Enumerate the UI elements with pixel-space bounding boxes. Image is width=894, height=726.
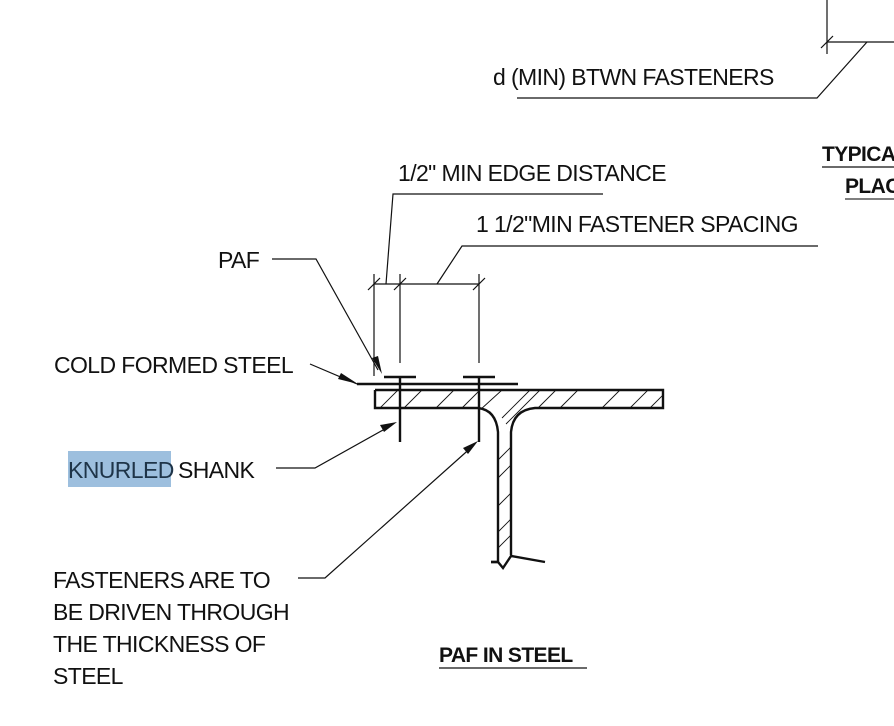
knurled-shank-leader <box>276 424 393 469</box>
note-line-1: FASTENERS ARE TO <box>53 567 270 593</box>
edge-distance-leader <box>385 193 603 285</box>
knurled-shank-arrowhead <box>380 422 397 432</box>
shank-label: SHANK <box>178 457 256 483</box>
note-line-2: BE DRIVEN THROUGH <box>53 599 289 625</box>
side-title-line-1: TYPICA <box>822 143 894 166</box>
note-line-3: THE THICKNESS OF <box>53 631 266 657</box>
detail-title: PAF IN STEEL <box>439 644 573 667</box>
section-hatching <box>379 390 663 549</box>
fastener-spacing-leader <box>436 245 818 285</box>
cold-formed-steel-label: COLD FORMED STEEL <box>54 352 294 378</box>
paf-label: PAF <box>218 247 260 273</box>
fastener-left <box>384 375 416 442</box>
fastener-right <box>463 375 495 442</box>
note-line-4: STEEL <box>53 663 124 689</box>
note-arrowhead <box>463 441 478 454</box>
note-leader <box>298 444 475 579</box>
side-title-line-2: PLAC <box>845 175 894 198</box>
dimension-line <box>367 274 486 376</box>
steel-tee-section <box>373 388 665 571</box>
paf-leader <box>272 258 379 371</box>
knurled-label[interactable]: KNURLED <box>68 457 174 483</box>
paf-arrowhead <box>372 356 382 374</box>
edge-distance-label: 1/2" MIN EDGE DISTANCE <box>398 160 666 186</box>
top-callout-label: d (MIN) BTWN FASTENERS <box>493 64 774 90</box>
top-dimension-fragment <box>517 0 894 99</box>
cold-formed-steel-arrowhead <box>338 373 358 384</box>
text-selection-highlight <box>68 451 171 487</box>
fastener-spacing-label: 1 1/2"MIN FASTENER SPACING <box>476 211 798 237</box>
